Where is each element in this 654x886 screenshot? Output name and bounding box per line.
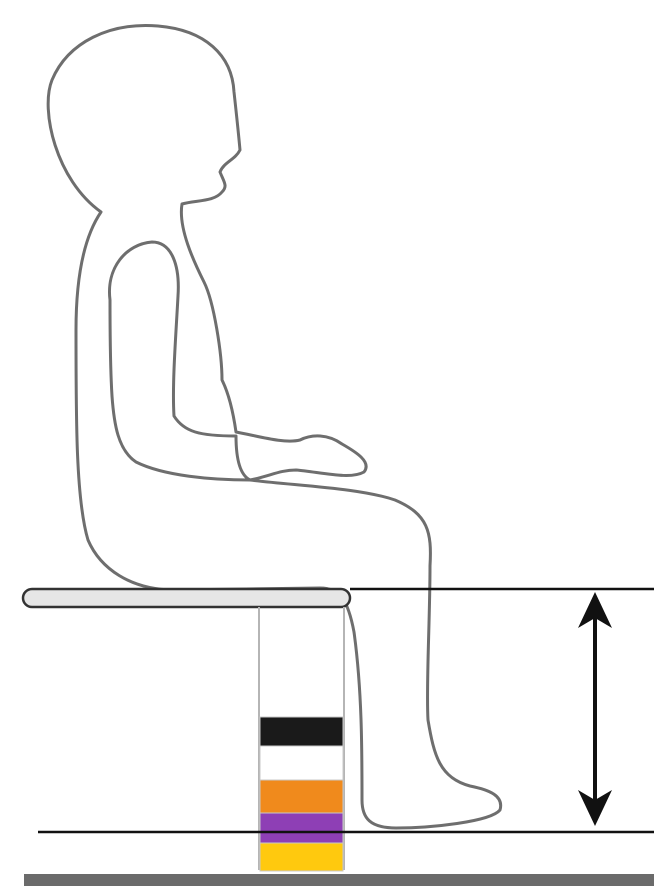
seat (23, 589, 350, 607)
stool-band-4 (260, 813, 343, 843)
stool-band-5 (260, 843, 343, 871)
stool-band-2 (260, 746, 343, 780)
stool-band-1 (260, 717, 343, 746)
stool-band-3 (260, 780, 343, 813)
child-figure (48, 25, 501, 828)
child-arm-outline (109, 242, 250, 480)
floor (24, 874, 654, 886)
stool-height-bands (260, 717, 343, 871)
double-headed-arrow-icon (578, 592, 612, 826)
